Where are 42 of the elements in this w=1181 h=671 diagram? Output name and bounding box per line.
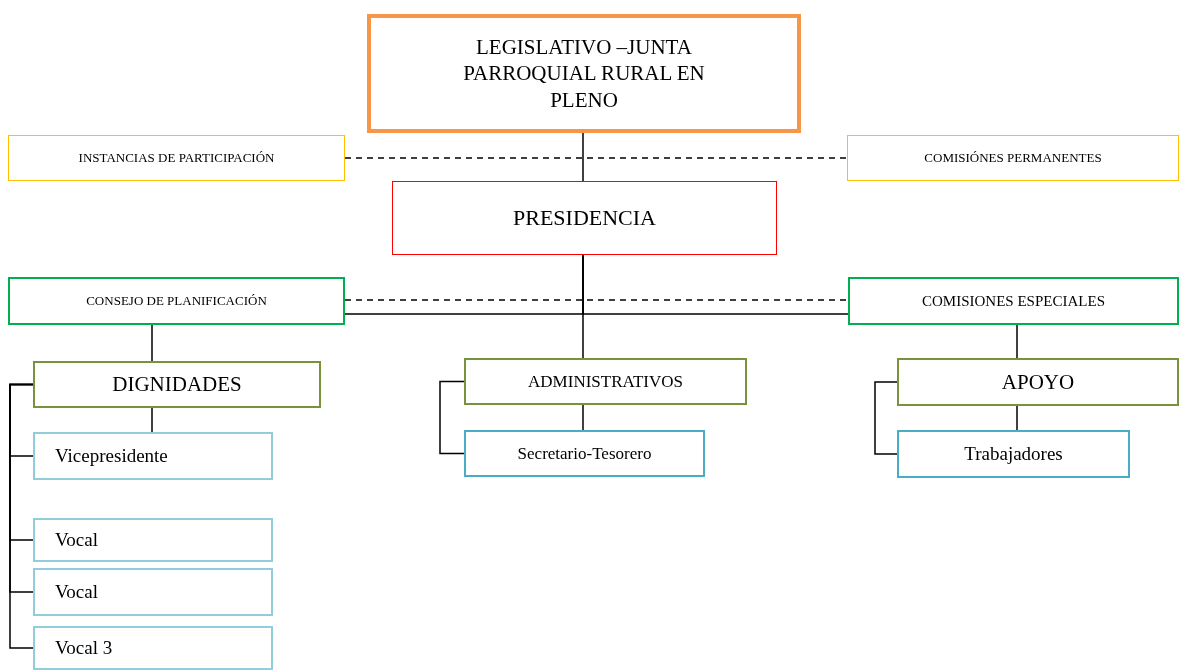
- role-box: [33, 432, 273, 480]
- box-label: DIGNIDADES: [112, 371, 242, 398]
- box-label: LEGISLATIVO –JUNTA PARROQUIAL RURAL EN PLENO: [462, 34, 706, 113]
- box-label: Trabajadores: [964, 442, 1063, 466]
- title-box: [367, 14, 801, 133]
- box-label: COMISIONES ESPECIALES: [922, 291, 1105, 311]
- box-label: Vocal: [55, 528, 98, 552]
- dashed-connector: [344, 299, 849, 301]
- box-label: Secretario-Tesorero: [517, 442, 652, 465]
- connector-line: [582, 132, 584, 182]
- box-label: INSTANCIAS DE PARTICIPACIÓN: [78, 149, 275, 167]
- role-box: [464, 430, 705, 477]
- dashed-connector: [344, 157, 848, 159]
- commission-box: [848, 277, 1179, 325]
- box-label: Vicepresidente: [55, 444, 168, 468]
- participation-box: [8, 135, 345, 181]
- box-label: ADMINISTRATIVOS: [528, 370, 683, 393]
- commission-box: [847, 135, 1179, 181]
- role-box: [897, 430, 1130, 478]
- connector-line: [874, 381, 898, 455]
- department-box: [897, 358, 1179, 406]
- box-label: COMISIÓNES PERMANENTES: [924, 149, 1102, 167]
- connector-line: [1016, 405, 1018, 431]
- presidency-box: [392, 181, 777, 255]
- role-box: [33, 626, 273, 670]
- box-label: PRESIDENCIA: [513, 204, 656, 232]
- role-box: [33, 568, 273, 616]
- department-box: [33, 361, 321, 408]
- council-box: [8, 277, 345, 325]
- connector-line: [439, 380, 465, 455]
- connector-line: [1016, 324, 1018, 359]
- box-label: Vocal: [55, 580, 98, 604]
- connector-line: [151, 407, 153, 433]
- department-box: [464, 358, 747, 405]
- role-box: [33, 518, 273, 562]
- connector-line: [151, 324, 153, 362]
- connector-line: [582, 254, 584, 359]
- box-label: APOYO: [1001, 368, 1075, 396]
- connector-line: [9, 383, 34, 649]
- box-label: Vocal 3: [55, 636, 113, 660]
- box-label: CONSEJO DE PLANIFICACIÓN: [86, 292, 267, 310]
- connector-line: [582, 404, 584, 431]
